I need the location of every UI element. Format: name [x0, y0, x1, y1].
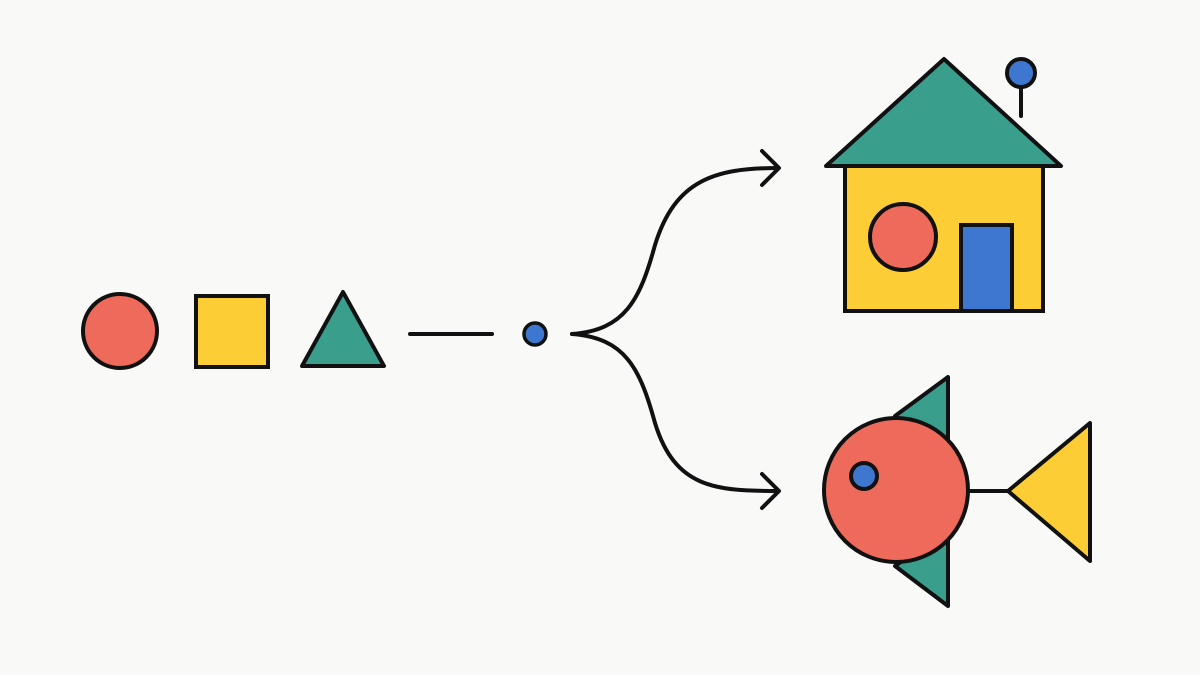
upper-branch-curve [570, 166, 780, 336]
branch-arrows [570, 149, 781, 510]
fish-tail [1006, 421, 1092, 563]
fish-eye [849, 461, 879, 491]
input-square [194, 294, 270, 369]
input-shapes [81, 290, 386, 370]
output-fish [822, 375, 1092, 608]
fish-body [822, 416, 970, 564]
house-window [868, 202, 938, 272]
input-circle [81, 292, 159, 370]
branch-node-dot [522, 321, 548, 347]
house-roof [824, 57, 1063, 168]
input-triangle [300, 290, 386, 368]
output-house [824, 57, 1063, 313]
house-door [959, 223, 1014, 313]
lower-branch-curve [570, 332, 780, 493]
house-antenna-ball [1005, 57, 1037, 89]
upper-arrow-head-icon [760, 149, 781, 187]
lower-arrow-head-icon [760, 472, 781, 510]
